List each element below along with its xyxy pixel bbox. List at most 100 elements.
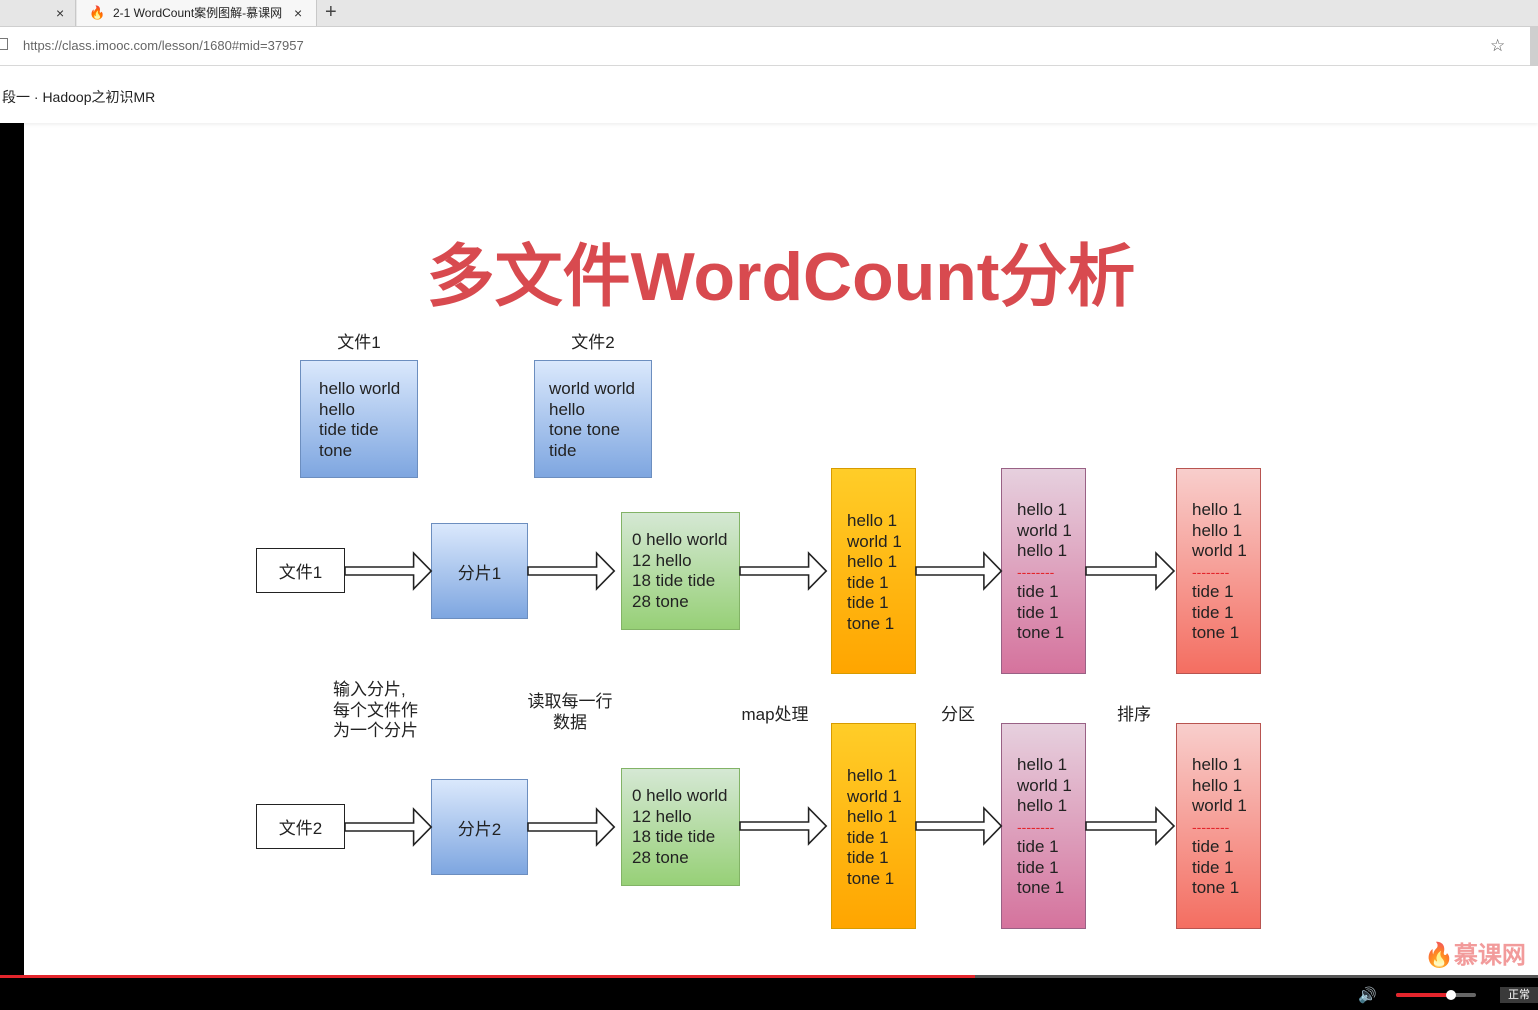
text-line: world world xyxy=(549,379,635,398)
text-line: tone 1 xyxy=(1192,623,1240,642)
text-line: hello 1 xyxy=(1017,755,1068,774)
sort2-box: hello 1 hello 1 world 1 -------- tide 1 … xyxy=(1176,723,1261,929)
slide-title-text: 多文件WordCount分析 xyxy=(426,239,1136,315)
text-line: tide 1 xyxy=(847,827,889,847)
arrow-icon xyxy=(527,808,616,846)
arrow-icon xyxy=(344,808,433,846)
tab-title: 2-1 WordCount案例图解-慕课网 xyxy=(113,6,283,20)
text-line: tide 1 xyxy=(1192,857,1234,877)
url-text[interactable]: https://class.imooc.com/lesson/1680#mid=… xyxy=(23,38,304,53)
text-line: tone xyxy=(319,440,353,460)
browser-tab-bar: × 🔥 2-1 WordCount案例图解-慕课网 × + xyxy=(0,0,1538,27)
text-line: hello 1 xyxy=(1192,500,1243,519)
map1-box: hello 1 world 1 hello 1 tide 1 tide 1 to… xyxy=(831,468,916,674)
text-line: tone 1 xyxy=(1017,623,1065,642)
text-line: 每个文件作 xyxy=(333,700,418,720)
volume-fill xyxy=(1396,993,1452,997)
arrow-row2 xyxy=(344,807,1175,846)
text-line: tide xyxy=(549,440,577,460)
text-line: hello 1 xyxy=(1192,755,1243,774)
text-line: 12 hello xyxy=(632,806,692,826)
page-info-icon[interactable] xyxy=(0,38,8,50)
video-player[interactable]: 多文件WordCount分析 文件1 文件2 hello world hello… xyxy=(0,123,1538,975)
arrow-icon xyxy=(739,807,828,845)
file1-caption: 文件1 xyxy=(337,333,381,352)
scrollbar-thumb[interactable] xyxy=(1530,27,1538,67)
add-favorite-icon[interactable]: ☆ xyxy=(1490,36,1506,55)
partition1-box: hello 1 world 1 hello 1 -------- tide 1 … xyxy=(1001,468,1086,674)
address-bar[interactable]: https://class.imooc.com/lesson/1680#mid=… xyxy=(0,27,1538,66)
read2-box: 0 hello world 12 hello 18 tide tide 28 t… xyxy=(621,768,740,886)
sort1-box: hello 1 hello 1 world 1 -------- tide 1 … xyxy=(1176,468,1261,674)
text-line: tone 1 xyxy=(1017,878,1065,897)
file2-caption: 文件2 xyxy=(571,333,615,352)
volume-handle[interactable] xyxy=(1446,990,1457,1000)
map-description: map处理 xyxy=(741,705,809,724)
page-header: 段一 · Hadoop之初识MR xyxy=(0,66,1538,123)
text-line: world 1 xyxy=(847,786,902,806)
text-line: hello 1 xyxy=(1017,796,1068,815)
read-description: 读取每一行 数据 xyxy=(520,691,620,733)
playback-speed-button[interactable]: 正常 xyxy=(1500,987,1538,1003)
text-line: tide 1 xyxy=(847,593,889,612)
video-letterbox xyxy=(0,123,24,975)
text-line: tone 1 xyxy=(847,613,895,633)
text-line: 读取每一行 xyxy=(527,692,613,711)
tab-close-icon[interactable]: × xyxy=(294,5,303,21)
text-line: hello xyxy=(319,399,355,419)
arrow-icon xyxy=(344,552,433,590)
text-line: tide 1 xyxy=(1192,582,1234,601)
text-line: tide 1 xyxy=(1192,602,1234,622)
text-line: 18 tide tide xyxy=(632,571,716,590)
text-line: 12 hello xyxy=(632,550,692,570)
text-line: hello 1 xyxy=(1192,775,1243,795)
text-line: hello 1 xyxy=(847,511,898,530)
text-line: world 1 xyxy=(1017,520,1072,540)
text-line: 数据 xyxy=(553,713,587,732)
new-tab-button[interactable]: + xyxy=(325,1,337,23)
text-line: hello world xyxy=(319,379,401,398)
text-line: hello 1 xyxy=(1017,541,1068,560)
text-line: tide 1 xyxy=(847,572,889,592)
browser-tab[interactable]: × xyxy=(0,0,76,26)
text-line: tone tone xyxy=(549,420,620,439)
text-line: 18 tide tide xyxy=(632,827,716,846)
partition-description: 分区 xyxy=(941,705,975,724)
split-description: 输入分片, 每个文件作 为一个分片 xyxy=(333,680,418,742)
tab-close-icon[interactable]: × xyxy=(56,5,65,21)
text-line: world 1 xyxy=(1017,775,1072,795)
arrow-icon xyxy=(915,552,1003,590)
sort-separator: -------- xyxy=(1192,563,1230,580)
imooc-watermark: 🔥慕课网 xyxy=(1424,942,1526,969)
volume-icon[interactable]: 🔊 xyxy=(1358,987,1377,1004)
arrow-icon xyxy=(915,807,1003,845)
text-line: 为一个分片 xyxy=(333,721,418,740)
text-line: world 1 xyxy=(1192,541,1247,560)
text-line: 28 tone xyxy=(632,847,689,867)
text-line: 输入分片, xyxy=(333,680,406,699)
text-line: 0 hello world xyxy=(632,530,728,549)
file2-content-box: world world hello tone tone tide xyxy=(534,360,652,478)
text-line: tide 1 xyxy=(1017,837,1059,856)
text-line: hello 1 xyxy=(847,766,898,785)
text-line: tide 1 xyxy=(1017,857,1059,877)
text-line: tide tide xyxy=(319,420,379,439)
breadcrumb[interactable]: 段一 · Hadoop之初识MR xyxy=(2,89,156,105)
text-line: 28 tone xyxy=(632,591,689,611)
arrow-icon xyxy=(1085,807,1175,845)
file1-content-box: hello world hello tide tide tone xyxy=(300,360,418,478)
input-file1-box: 文件1 xyxy=(256,548,345,593)
text-line: world 1 xyxy=(1192,796,1247,815)
slide-title: 多文件WordCount分析 xyxy=(0,221,1538,320)
browser-tab-active[interactable]: 🔥 2-1 WordCount案例图解-慕课网 × xyxy=(77,0,317,26)
text-line: hello xyxy=(549,399,585,419)
text-line: tide 1 xyxy=(847,848,889,867)
text-line: hello 1 xyxy=(1192,520,1243,540)
text-line: tone 1 xyxy=(847,868,895,888)
input-file2-box: 文件2 xyxy=(256,804,345,849)
partition-separator: -------- xyxy=(1017,818,1055,835)
flow-arrows xyxy=(344,552,1175,846)
progress-fill xyxy=(0,975,976,978)
arrow-icon xyxy=(739,552,828,590)
watermark-text: 慕课网 xyxy=(1453,942,1526,969)
